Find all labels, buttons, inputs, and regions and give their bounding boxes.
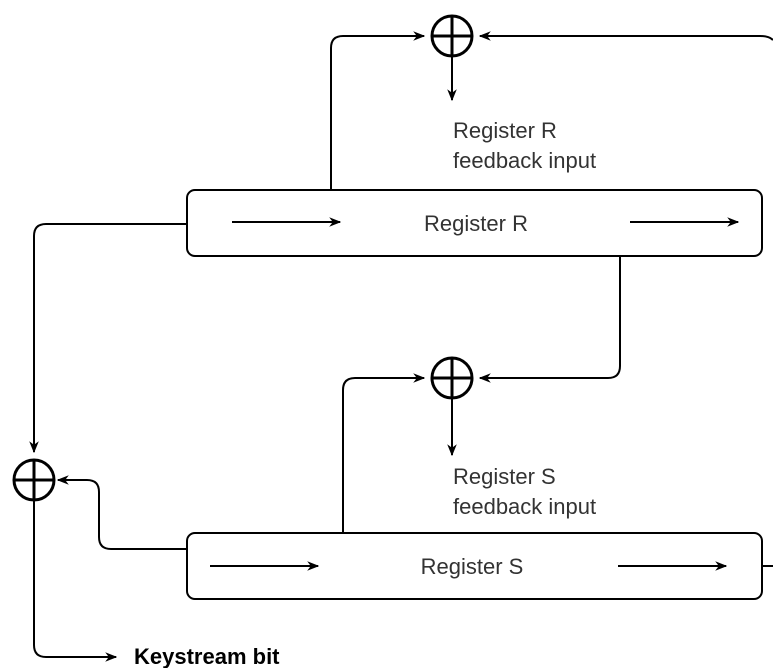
register-r-label: Register R [424, 211, 528, 236]
xor-register-s-icon [430, 356, 474, 400]
register-r-tap-wire [330, 31, 426, 190]
xor-register-r-icon [430, 14, 474, 58]
register-r-feedback-label-line2: feedback input [453, 148, 596, 173]
register-r-feedback-label-line1: Register R [453, 118, 557, 143]
register-s-output-wire [56, 475, 187, 550]
register-s-tap-wire [342, 373, 426, 533]
register-s-label: Register S [421, 554, 524, 579]
xor-keystream-icon [12, 458, 56, 502]
register-r-output-wire [29, 223, 187, 454]
register-s-feedback-label-line1: Register S [453, 464, 556, 489]
keystream-output-wire [33, 500, 118, 662]
register-r-feedback-return-wire [478, 31, 773, 41]
register-r-to-xor-s-wire [478, 256, 621, 383]
register-s-feedback-label-line2: feedback input [453, 494, 596, 519]
keystream-bit-label: Keystream bit [134, 644, 280, 668]
